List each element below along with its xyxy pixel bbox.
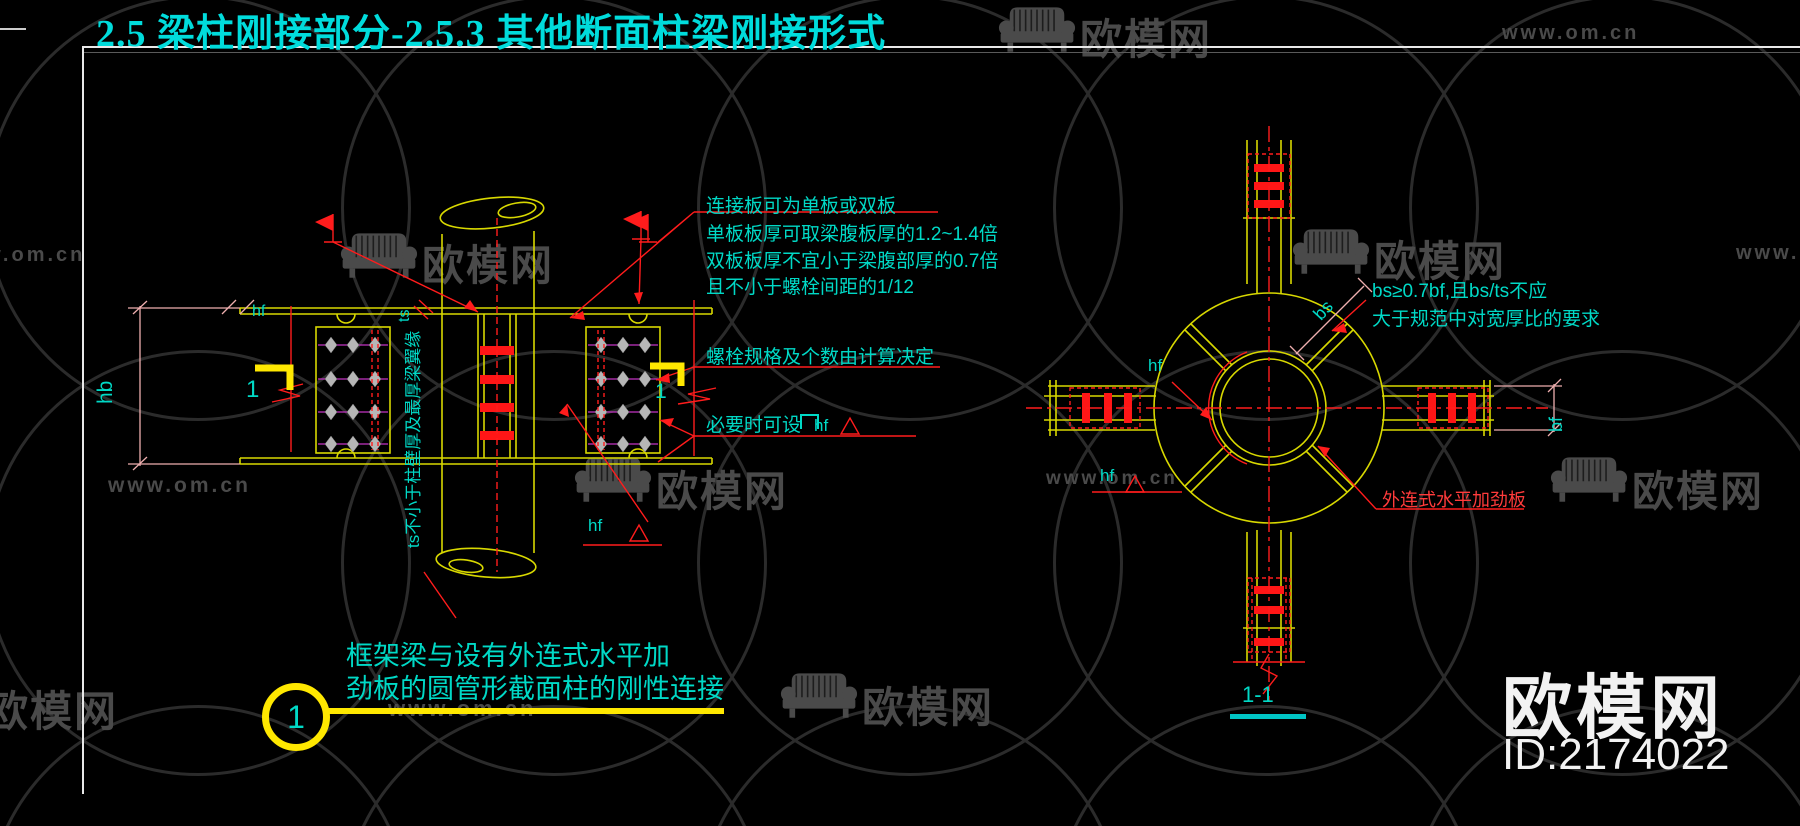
top-border-line-shadow: [84, 52, 1800, 53]
plan-view-red-fills: [1200, 323, 1347, 457]
column-bolts: [480, 346, 514, 440]
section-mark-1-right: 1: [655, 380, 667, 403]
bolt-diamonds: [324, 336, 652, 453]
caption-line2: 劲板的圆管形截面柱的刚性连接: [346, 674, 724, 704]
note-plate-line4: 且不小于螺栓间距的1/12: [706, 277, 914, 298]
note-plate-line1: 连接板可为单板或双板: [706, 196, 897, 217]
watermark-url-text: www.om.cn: [1502, 22, 1640, 44]
caption-line1: 框架梁与设有外连式水平加: [346, 641, 670, 671]
dim-label-bf: bf: [1546, 416, 1566, 432]
detail-bubble-line: [326, 708, 724, 714]
watermark-brand-text: 欧模网: [862, 684, 995, 731]
section-label-underline: [1230, 714, 1306, 719]
note-bs-line2: 大于规范中对宽厚比的要求: [1372, 309, 1601, 330]
watermark-url-text: www.om.cn: [1046, 468, 1178, 489]
note-plate-line3: 双板板厚不宜小于梁腹部厚的0.7倍: [706, 251, 999, 272]
watermark-brand-text: 欧模网: [0, 688, 119, 735]
dim-label-ts: ts: [396, 309, 413, 322]
detail-bubble-1: 1: [262, 683, 330, 751]
dim-label-hf-plan-b: hf: [1100, 466, 1115, 485]
top-border-line: [84, 46, 1800, 48]
section-mark-1-left: 1: [246, 376, 260, 403]
watermark-url-text: www.om.cn: [108, 474, 251, 497]
note-bolt-spec: 螺栓规格及个数由计算决定: [706, 347, 935, 368]
bolt-row-lines: [318, 344, 658, 445]
site-logo: 欧模网: [1502, 669, 1724, 747]
watermark-url-text: www.om.cn: [1736, 242, 1800, 264]
plan-view-red: [1026, 126, 1548, 702]
watermark-url-text: www.om.cn: [0, 244, 86, 266]
watermark-brand-text: 欧模网: [422, 242, 555, 289]
watermark-brand-text: 欧模网: [656, 468, 789, 515]
dim-label-hf-bottom: hf: [588, 516, 603, 535]
channel-section-symbol: [800, 414, 819, 429]
plan-dimensions-pink: [1289, 277, 1562, 437]
corner-tick-line: [0, 28, 26, 30]
dim-label-hf-top: hf: [252, 303, 266, 320]
note-stiffener: 外连式水平加劲板: [1382, 490, 1526, 510]
plan-bolts: [1082, 164, 1476, 646]
watermark-brand-text: 欧模网: [1080, 16, 1213, 63]
dim-label-hb: hb: [94, 380, 117, 404]
note-ts-vertical: ts不小于柱壁厚及最厚梁翼缘: [404, 330, 423, 548]
left-elevation-red-fills: [315, 211, 674, 427]
left-dimensions-pink: [128, 299, 255, 471]
detail-bubble-number: 1: [287, 698, 305, 735]
section-cut-markers: [255, 362, 685, 390]
note-bs-line1: bs≥0.7bf,且bs/ts不应: [1372, 281, 1548, 302]
page-title: 2.5 梁柱刚接部分-2.5.3 其他断面柱梁刚接形式: [96, 13, 887, 55]
note-plate-line2: 单板板厚可取梁腹板厚的1.2~1.4倍: [706, 224, 998, 245]
note-channel: 必要时可设: [706, 415, 802, 436]
watermark-brand-text: 欧模网: [1632, 468, 1765, 515]
left-elevation-yellow: [239, 196, 713, 579]
left-border-line: [82, 46, 84, 794]
dim-label-hf-weld: hf: [814, 416, 829, 435]
image-id: ID:2174022: [1502, 730, 1730, 779]
watermark-brand-text: 欧模网: [1374, 238, 1507, 285]
dim-label-hf-plan-a: hf: [1148, 356, 1163, 375]
section-label-1-1: 1-1: [1242, 682, 1274, 707]
